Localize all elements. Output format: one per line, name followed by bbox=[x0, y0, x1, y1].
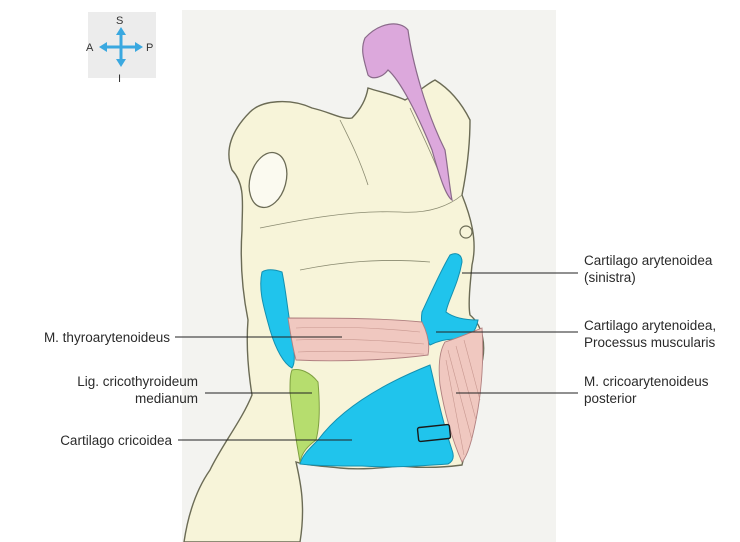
cricoid-facet bbox=[417, 424, 450, 441]
label-cricoarytenoid-post-line2: posterior bbox=[584, 391, 637, 406]
label-arytenoid-sinistra-line2: (sinistra) bbox=[584, 270, 636, 285]
label-cricothyroid-line1: Lig. cricothyroideum bbox=[77, 374, 198, 389]
compass-inferior: I bbox=[118, 73, 121, 85]
label-thyroarytenoid: M. thyroarytenoideus bbox=[44, 330, 170, 345]
compass-anterior: A bbox=[86, 42, 94, 54]
cartilage-knob bbox=[460, 226, 472, 238]
label-muscular-process-line1: Cartilago arytenoidea, bbox=[584, 318, 716, 333]
label-cricoarytenoid-post-line1: M. cricoarytenoideus bbox=[584, 374, 709, 389]
label-cricoid: Cartilago cricoidea bbox=[60, 433, 172, 448]
label-cricothyroid-line2: medianum bbox=[135, 391, 198, 406]
compass-superior: S bbox=[116, 15, 123, 27]
label-arytenoid-sinistra-line1: Cartilago arytenoidea bbox=[584, 253, 713, 268]
compass-posterior: P bbox=[146, 42, 153, 54]
orientation-compass: S I A P bbox=[86, 12, 156, 85]
label-muscular-process-line2: Processus muscularis bbox=[584, 335, 716, 350]
